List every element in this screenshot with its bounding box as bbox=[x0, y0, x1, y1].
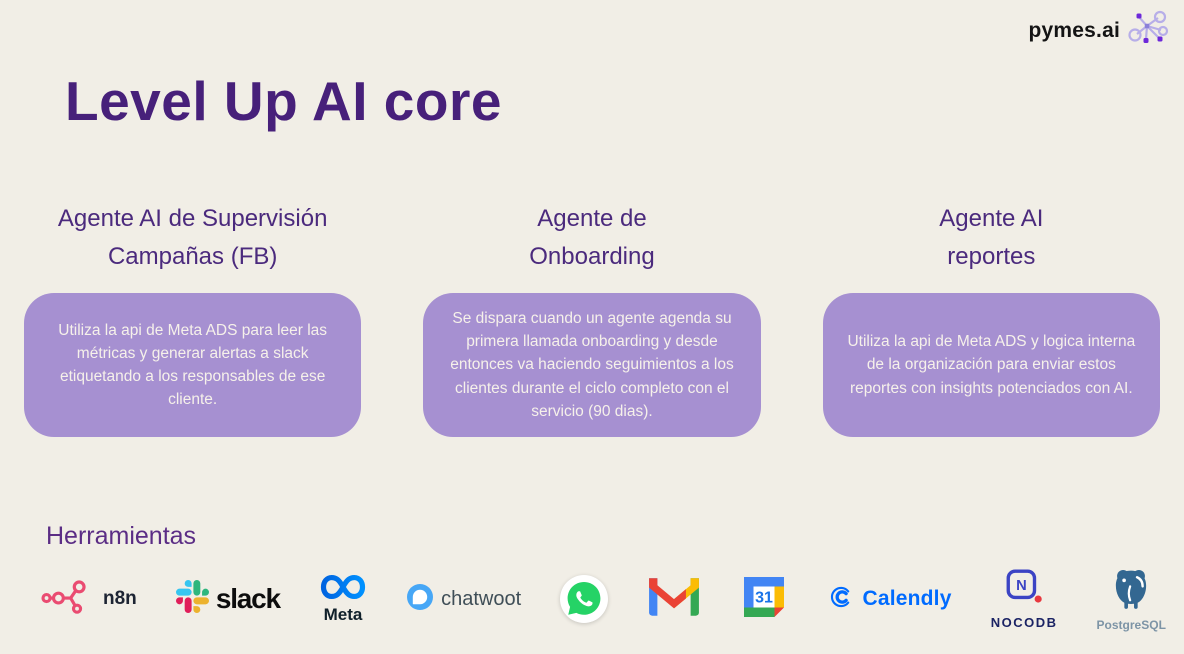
card-text: Utiliza la api de Meta ADS para leer las… bbox=[58, 321, 328, 409]
google-calendar-icon: 31 bbox=[740, 573, 788, 626]
tool-calendly: Calendly bbox=[827, 583, 951, 616]
whatsapp-icon bbox=[560, 575, 609, 623]
column-card: Utiliza la api de Meta ADS y logica inte… bbox=[822, 293, 1160, 437]
agent-columns: Agente AI de Supervisión Campañas (FB) U… bbox=[24, 200, 1160, 437]
card-text: Se dispara cuando un agente agenda su pr… bbox=[450, 309, 734, 420]
calendar-day-number: 31 bbox=[755, 589, 773, 606]
meta-label: Meta bbox=[323, 604, 363, 624]
tool-postgresql: PostgreSQL bbox=[1097, 567, 1166, 632]
brand-name: pymes.ai bbox=[1028, 18, 1120, 42]
page-title: Level Up AI core bbox=[65, 70, 502, 132]
tool-nocodb: N NOCODB bbox=[991, 569, 1058, 630]
n8n-label: n8n bbox=[103, 588, 137, 609]
column-heading: Agente AI de Supervisión Campañas (FB) bbox=[57, 205, 328, 270]
calendly-label: Calendly bbox=[862, 587, 952, 610]
tool-chatwoot: chatwoot bbox=[406, 583, 521, 616]
agent-column-onboarding: Agente de Onboarding Se dispara cuando u… bbox=[423, 200, 761, 437]
chatwoot-icon bbox=[406, 583, 434, 616]
gmail-icon bbox=[647, 576, 701, 623]
network-nodes-icon bbox=[1126, 8, 1170, 53]
tool-whatsapp bbox=[560, 575, 609, 623]
tool-google-calendar: 31 bbox=[740, 573, 788, 626]
postgresql-label: PostgreSQL bbox=[1096, 617, 1166, 632]
card-text: Utiliza la api de Meta ADS y logica inte… bbox=[847, 333, 1136, 397]
tool-slack: slack bbox=[175, 580, 281, 618]
agent-column-reportes: Agente AI reportes Utiliza la api de Met… bbox=[822, 200, 1160, 437]
column-heading: Agente AI reportes bbox=[939, 205, 1044, 270]
meta-infinity-icon bbox=[319, 574, 367, 605]
column-card: Utiliza la api de Meta ADS para leer las… bbox=[24, 293, 362, 437]
slack-label: slack bbox=[215, 583, 281, 614]
nocodb-icon: N bbox=[1003, 569, 1045, 612]
brand: pymes.ai bbox=[1029, 8, 1171, 53]
tools-heading: Herramientas bbox=[46, 522, 197, 550]
calendly-icon bbox=[827, 583, 855, 616]
nocodb-icon-letter: N bbox=[1016, 577, 1027, 593]
postgresql-elephant-icon bbox=[1108, 567, 1154, 618]
tool-meta: Meta bbox=[319, 574, 367, 625]
tool-n8n: n8n bbox=[40, 579, 137, 619]
slack-icon bbox=[175, 580, 209, 618]
tools-row: n8n slack bbox=[40, 556, 1166, 642]
column-heading: Agente de Onboarding bbox=[529, 205, 655, 270]
column-card: Se dispara cuando un agente agenda su pr… bbox=[423, 293, 761, 437]
chatwoot-label: chatwoot bbox=[441, 587, 522, 610]
nocodb-label: NOCODB bbox=[990, 614, 1058, 630]
agent-column-supervision: Agente AI de Supervisión Campañas (FB) U… bbox=[24, 200, 362, 437]
tool-gmail bbox=[647, 576, 701, 623]
n8n-icon bbox=[40, 579, 96, 619]
